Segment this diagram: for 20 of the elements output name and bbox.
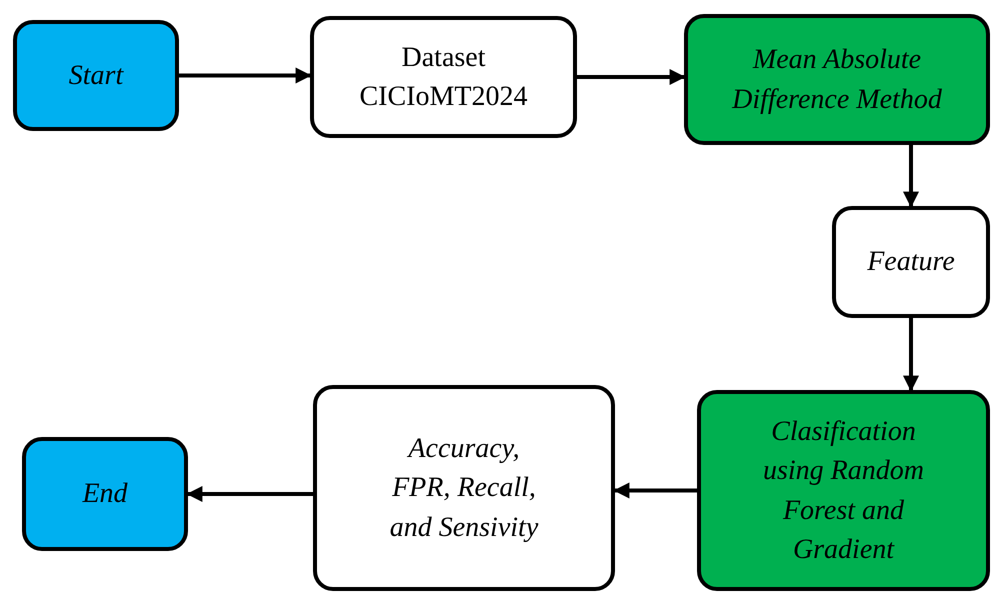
node-label: Mean Absolute Difference Method <box>730 43 943 116</box>
node-label: End <box>82 477 128 512</box>
node-label: Accuracy, FPR, Recall, and Sensivity <box>388 432 540 545</box>
process-box <box>313 385 615 591</box>
terminal-box <box>22 437 188 551</box>
process-box <box>832 206 990 318</box>
arrow <box>179 68 312 84</box>
arrow <box>577 69 686 85</box>
process-box <box>697 390 990 591</box>
terminal-box <box>13 20 179 131</box>
arrow <box>186 486 313 502</box>
arrow <box>903 318 919 392</box>
node-label: Start <box>68 58 124 93</box>
data-box <box>310 16 577 138</box>
arrow <box>613 482 697 498</box>
node-label: Dataset CICIoMT2024 <box>358 40 528 114</box>
process-box <box>684 14 990 145</box>
node-label: Feature <box>867 245 955 280</box>
arrow <box>903 145 919 208</box>
node-label: Clasification using Random Forest and Gradient <box>762 415 925 567</box>
